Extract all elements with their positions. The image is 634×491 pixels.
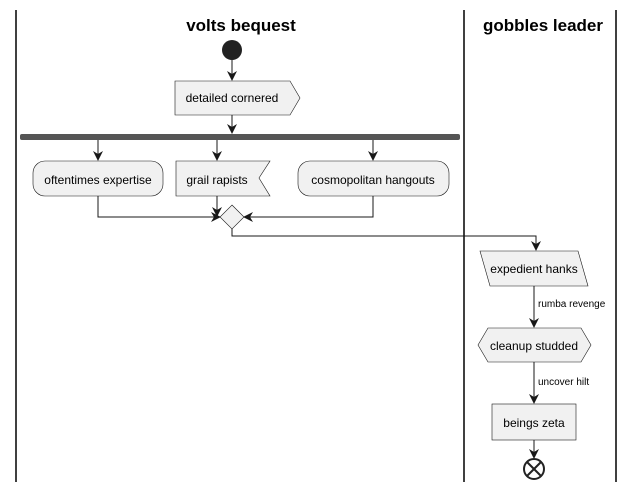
node-grail-rapists-label: grail rapists — [186, 173, 247, 187]
node-expedient-hanks: expedient hanks — [479, 250, 589, 287]
node-beings-zeta: beings zeta — [491, 403, 577, 441]
node-oftentimes-expertise: oftentimes expertise — [32, 160, 164, 197]
node-oftentimes-expertise-label: oftentimes expertise — [44, 173, 152, 187]
edge-label-uncover-hilt: uncover hilt — [538, 377, 589, 388]
end-node — [523, 458, 545, 480]
swimlane-title-gobbles-leader: gobbles leader — [483, 16, 603, 35]
edge-cosmopolitan-hangouts-to-merge — [243, 196, 374, 222]
node-cleanup-studded: cleanup studded — [477, 327, 592, 363]
node-detailed-cornered-label: detailed cornered — [186, 91, 279, 105]
node-beings-zeta-label: beings zeta — [503, 416, 565, 430]
merge-diamond — [219, 204, 245, 230]
node-cosmopolitan-hangouts: cosmopolitan hangouts — [297, 160, 450, 197]
node-detailed-cornered: detailed cornered — [174, 80, 301, 116]
node-grail-rapists: grail rapists — [175, 160, 271, 197]
node-cosmopolitan-hangouts-label: cosmopolitan hangouts — [311, 173, 434, 187]
fork-bar — [20, 134, 460, 140]
edge-label-rumba-revenge: rumba revenge — [538, 299, 606, 310]
edge-merge-to-expedient-hanks — [231, 229, 541, 251]
edge-oftentimes-expertise-to-merge — [97, 196, 221, 222]
node-expedient-hanks-label: expedient hanks — [490, 262, 577, 276]
swimlane-title-volts-bequest: volts bequest — [186, 16, 296, 35]
start-node — [222, 40, 242, 60]
node-cleanup-studded-label: cleanup studded — [490, 339, 578, 353]
